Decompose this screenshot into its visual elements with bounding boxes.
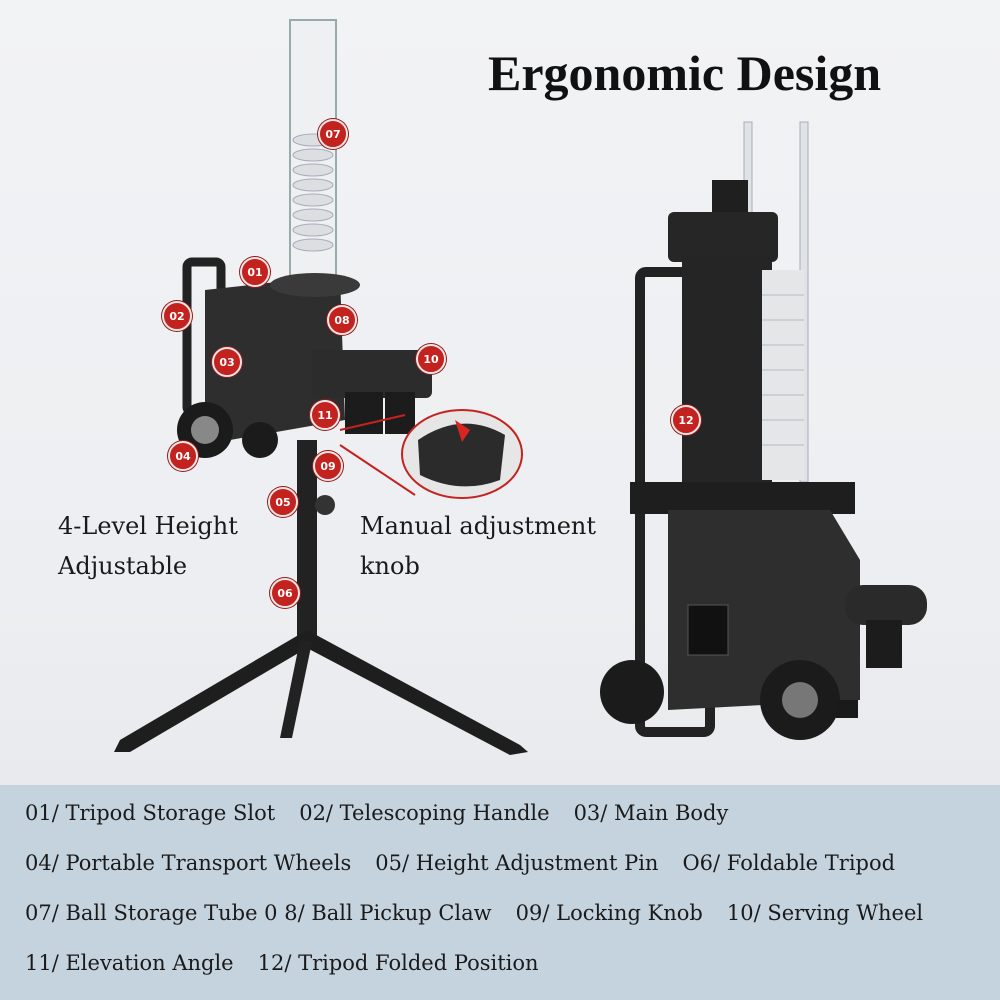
legend-item: 05/ Height Adjustment Pin [375,851,659,875]
badge-12: 12 [671,405,701,435]
legend-row-4: 11/ Elevation Angle 12/ Tripod Folded Po… [25,951,563,975]
badge-06: 06 [270,578,300,608]
legend-item: 02/ Telescoping Handle [299,801,550,825]
legend-row-2: 04/ Portable Transport Wheels 05/ Height… [25,851,919,875]
legend-row-1: 01/ Tripod Storage Slot 02/ Telescoping … [25,801,752,825]
knob-caption-line1: Manual adjustment [360,512,597,540]
badge-03: 03 [212,347,242,377]
knob-caption: Manual adjustment knob [360,506,596,586]
badge-07: 07 [318,119,348,149]
tripod-machine [114,19,528,755]
badge-10: 10 [416,344,446,374]
badge-09: 09 [313,451,343,481]
legend-item: 04/ Portable Transport Wheels [25,851,352,875]
folded-machine [600,121,927,740]
legend-item: 10/ Serving Wheel [726,901,924,925]
legend-item: O6/ Foldable Tripod [682,851,896,875]
badge-11: 11 [310,400,340,430]
legend-item: 03/ Main Body [573,801,729,825]
badge-02: 02 [162,301,192,331]
badge-08: 08 [327,305,357,335]
legend-item: 07/ Ball Storage Tube 0 8/ Ball Pickup C… [25,901,492,925]
legend-panel: 01/ Tripod Storage Slot 02/ Telescoping … [0,785,1000,1000]
badge-01: 01 [240,257,270,287]
badge-04: 04 [168,441,198,471]
legend-item: 11/ Elevation Angle [25,951,234,975]
legend-item: 01/ Tripod Storage Slot [25,801,276,825]
badge-05: 05 [268,487,298,517]
product-illustration [114,19,927,755]
legend-row-3: 07/ Ball Storage Tube 0 8/ Ball Pickup C… [25,901,947,925]
knob-caption-line2: knob [360,552,420,580]
height-caption-line1: 4-Level Height [58,512,238,540]
legend-item: 12/ Tripod Folded Position [257,951,539,975]
legend-item: 09/ Locking Knob [515,901,703,925]
height-caption: 4-Level Height Adjustable [58,506,238,586]
height-caption-line2: Adjustable [58,552,188,580]
page-title: Ergonomic Design [488,45,882,101]
